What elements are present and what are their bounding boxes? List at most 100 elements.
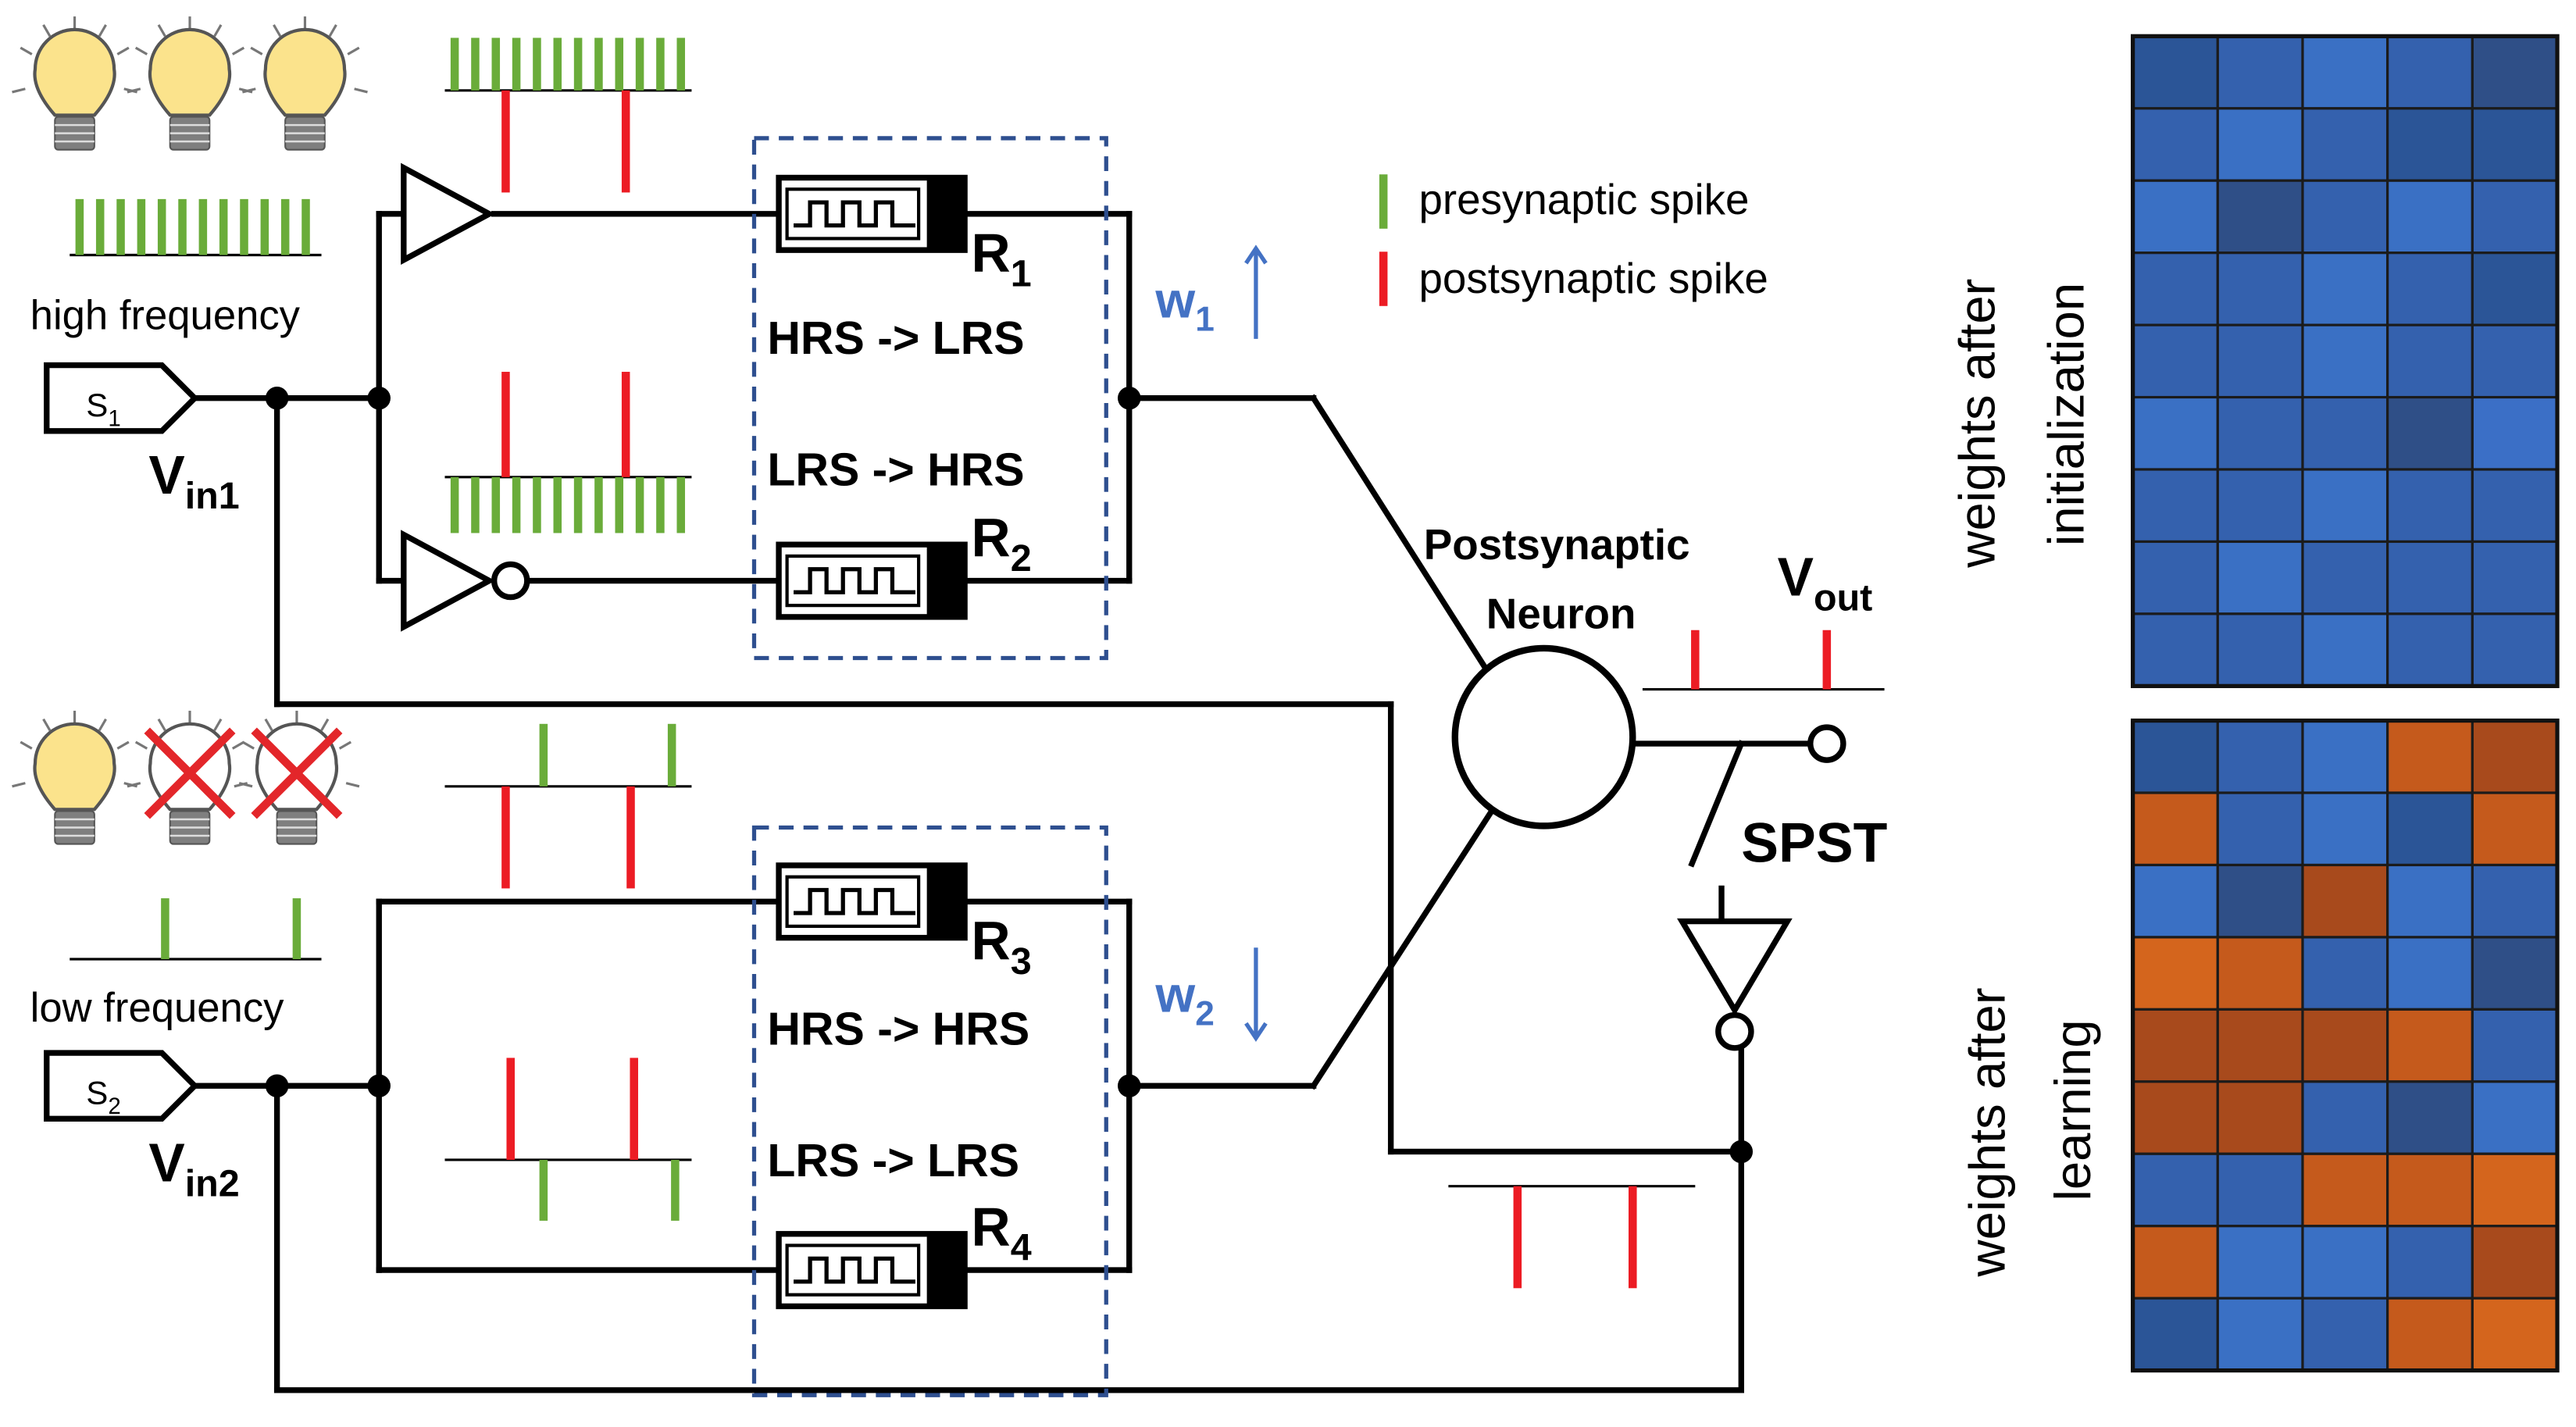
- heatmap-init-cell: [2216, 34, 2304, 110]
- heatmap-init-cell: [2386, 34, 2474, 110]
- memristor-r1: [776, 174, 968, 253]
- heatmap-learn-cell: [2386, 1297, 2474, 1372]
- heatmap-learn-cell: [2471, 719, 2559, 794]
- heatmap-learn-cell: [2216, 1297, 2304, 1372]
- heatmap-init-cell: [2132, 252, 2219, 326]
- heatmap-init-cell: [2301, 179, 2389, 255]
- w2-label: w2: [1154, 965, 1214, 1033]
- source-label-2: S2: [86, 1074, 120, 1119]
- bulb-on-icon: [12, 710, 137, 845]
- presynaptic-spike: [539, 723, 548, 787]
- presynaptic-spike: [161, 898, 169, 960]
- heatmap-init-cell: [2301, 395, 2389, 471]
- heatmap-init-cell: [2301, 468, 2389, 544]
- heatmap-learn-cell: [2471, 791, 2559, 867]
- heatmap-init-cell: [2301, 540, 2389, 615]
- heatmap-learn-cell: [2132, 1008, 2219, 1083]
- postsynaptic-spike: [630, 1058, 638, 1160]
- high-frequency-caption: high frequency: [30, 292, 301, 338]
- presynaptic-spike: [553, 476, 562, 533]
- heatmap-init-cell: [2216, 540, 2304, 615]
- bulb-off-icon: [234, 710, 360, 845]
- presynaptic-spike: [594, 476, 603, 533]
- heatmap-learn-cell: [2216, 863, 2304, 939]
- heatmap-learn-cell: [2132, 1225, 2219, 1300]
- presynaptic-spike: [240, 198, 248, 255]
- spike-trains: [70, 37, 1885, 1289]
- junction-dots: [265, 386, 1754, 1164]
- presynaptic-spike: [157, 198, 166, 255]
- bulb-on-icon: [12, 16, 137, 151]
- legend-post-swatch: [1379, 252, 1388, 306]
- postsynaptic-spike: [1513, 1186, 1522, 1289]
- circuit-wires: [191, 211, 1811, 1393]
- heatmap-init-cell: [2386, 612, 2474, 687]
- heatmap-learn-cell: [2471, 1152, 2559, 1228]
- heatmap-initialization: [2130, 34, 2560, 688]
- r3-label: R3: [972, 910, 1032, 983]
- heatmap-learn-cell: [2386, 1080, 2474, 1155]
- memristor-r3: [776, 862, 968, 941]
- presynaptic-spike: [292, 898, 301, 960]
- heatmap-learn-cell: [2301, 719, 2389, 794]
- presynaptic-spike: [656, 37, 665, 91]
- synapse-box-2: [751, 825, 1108, 1397]
- r1-label: R1: [972, 223, 1032, 295]
- heatmap-learn-cell: [2301, 1152, 2389, 1228]
- presynaptic-spike: [471, 476, 480, 533]
- presynaptic-spike: [671, 1159, 680, 1221]
- heatmap-learn-cell: [2301, 863, 2389, 939]
- presynaptic-spike: [635, 37, 644, 91]
- heatmap-learn-cell: [2301, 1297, 2389, 1372]
- heatmap-init-label-line1: weights after: [1949, 279, 2006, 569]
- heatmap-init-cell: [2471, 34, 2559, 110]
- low-frequency-caption: low frequency: [30, 985, 284, 1031]
- heatmap-init-cell: [2471, 612, 2559, 687]
- presynaptic-spike: [615, 37, 624, 91]
- light-bulbs: [12, 16, 368, 845]
- source-tag-1[interactable]: S1: [44, 362, 199, 434]
- presynaptic-spike: [198, 198, 208, 255]
- heatmap-learn-cell: [2132, 1297, 2219, 1372]
- w1-label: w1: [1154, 272, 1214, 339]
- heatmap-learn-cell: [2301, 791, 2389, 867]
- presynaptic-spike: [667, 723, 676, 787]
- heatmap-learn-cell: [2386, 791, 2474, 867]
- presynaptic-spike: [450, 476, 459, 533]
- heatmap-learn-cell: [2216, 791, 2304, 867]
- heatmap-learn-cell: [2471, 936, 2559, 1011]
- presynaptic-spike: [615, 476, 624, 533]
- heatmap-init-cell: [2301, 34, 2389, 110]
- w1-up-arrow: [1244, 244, 1268, 339]
- inverter-gate: [401, 530, 530, 632]
- presynaptic-spike: [656, 476, 665, 533]
- w2-down-arrow: [1244, 947, 1268, 1042]
- output-terminal[interactable]: [1807, 724, 1846, 763]
- legend-post-label: postsynaptic spike: [1418, 254, 1768, 302]
- heatmap-init-cell: [2386, 395, 2474, 471]
- presynaptic-spike: [491, 476, 501, 533]
- heatmap-learning: [2130, 718, 2560, 1373]
- bulb-off-icon: [127, 710, 253, 845]
- heatmap-learn-cell: [2216, 1152, 2304, 1228]
- heatmap-init-cell: [2132, 468, 2219, 544]
- heatmap-learn-cell: [2132, 1152, 2219, 1228]
- heatmap-learn-cell: [2471, 863, 2559, 939]
- heatmap-learn-cell: [2301, 936, 2389, 1011]
- postsynaptic-spike: [1691, 630, 1700, 690]
- heatmap-learn-cell: [2471, 1297, 2559, 1372]
- heatmap-learn-cell: [2132, 791, 2219, 867]
- vin1-label: Vin1: [148, 444, 239, 517]
- heatmap-init-cell: [2386, 179, 2474, 255]
- presynaptic-spike: [178, 198, 187, 255]
- heatmap-init-cell: [2132, 34, 2219, 110]
- postsynaptic-spike: [501, 90, 510, 193]
- heatmap-learn-cell: [2132, 936, 2219, 1011]
- heatmap-init-cell: [2216, 323, 2304, 399]
- bulb-on-icon: [127, 16, 253, 151]
- source-tag-2[interactable]: S2: [44, 1050, 199, 1122]
- presynaptic-spike: [676, 476, 686, 533]
- transition-label-1: HRS -> LRS: [767, 313, 1024, 364]
- heatmap-init-cell: [2471, 540, 2559, 615]
